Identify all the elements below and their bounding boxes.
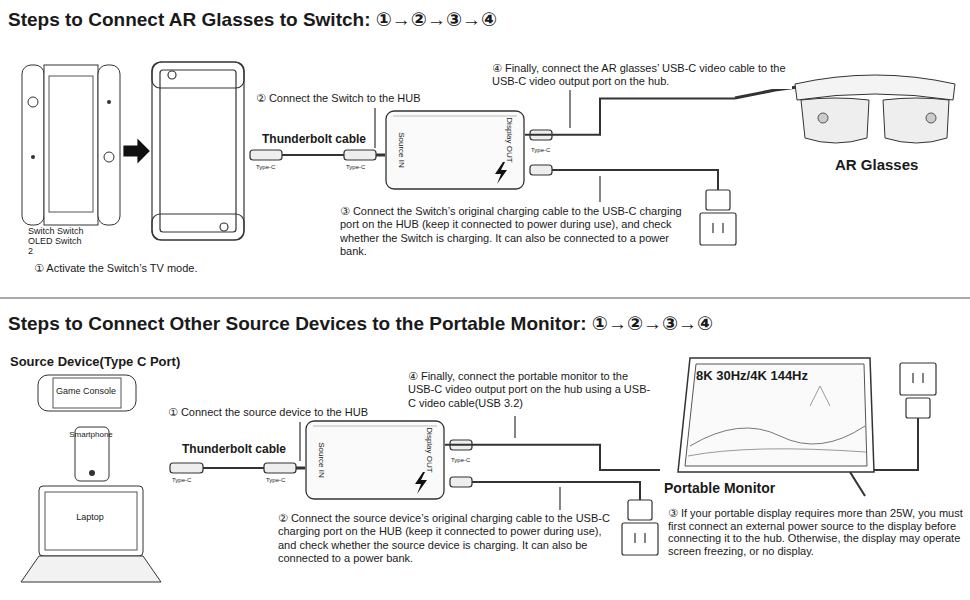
node-text: Switch Switch OLED Switch 2 bbox=[28, 226, 86, 256]
step-label: Type-C bbox=[172, 477, 191, 484]
device-node: Laptop bbox=[18, 484, 164, 588]
node-text: 8K 30Hz/4K 144Hz bbox=[696, 368, 808, 384]
step-label: ④ Finally, connect the portable monitor … bbox=[408, 370, 656, 410]
node-text: Game Console bbox=[36, 386, 136, 397]
step-label: Type-C bbox=[266, 477, 285, 484]
device-drawing bbox=[18, 484, 164, 588]
node-text: Portable Monitor bbox=[664, 480, 775, 497]
device-node: Game Console bbox=[36, 374, 138, 412]
node-text: Source IN bbox=[316, 442, 326, 478]
step-label: Type-C bbox=[256, 164, 275, 171]
device-node: Source IN Display OUT bbox=[305, 420, 445, 500]
step-label: ③ Connect the Switch’s original charging… bbox=[340, 205, 695, 259]
node-text: Laptop bbox=[18, 512, 162, 523]
video-cable bbox=[525, 98, 735, 134]
node-text: Source IN bbox=[396, 132, 406, 168]
step-label: ② Connect the source device’s original c… bbox=[278, 512, 616, 566]
step-label: ④ Finally, connect the AR glasses’ USB-C… bbox=[492, 62, 792, 89]
node-text: Display OUT bbox=[504, 117, 514, 162]
step-label: Thunderbolt cable bbox=[182, 442, 286, 457]
step-label: Type-C bbox=[531, 147, 550, 154]
node-text: Smartphone bbox=[60, 430, 122, 440]
device-node: Smartphone bbox=[60, 426, 124, 482]
device-node: Source IN Display OUT bbox=[385, 110, 525, 190]
device-node: 8K 30Hz/4K 144HzPortable Monitor bbox=[660, 356, 882, 502]
step-label: Type-C bbox=[451, 457, 470, 464]
step-label: Steps to Connect Other Source Devices to… bbox=[8, 312, 713, 335]
step-label: ① Connect the source device to the HUB bbox=[168, 406, 368, 419]
device-drawing bbox=[305, 420, 445, 500]
video-cable bbox=[445, 445, 660, 470]
step-label: ① Activate the Switch’s TV mode. bbox=[34, 262, 198, 275]
node-text: AR Glasses bbox=[835, 156, 918, 174]
step-label: ③ If your portable display requires more… bbox=[668, 507, 964, 558]
device-drawing bbox=[385, 110, 525, 190]
step-label: ② Connect the Switch to the HUB bbox=[256, 92, 421, 105]
device-node: Switch Switch OLED Switch 2 bbox=[18, 62, 124, 260]
node-text: Display OUT bbox=[424, 427, 434, 472]
step-label: Source Device(Type C Port) bbox=[10, 354, 180, 370]
step-label: Thunderbolt cable bbox=[262, 132, 366, 147]
step-label: Type-C bbox=[346, 164, 365, 171]
section-title: Steps to Connect AR Glasses to Switch: ①… bbox=[8, 8, 497, 31]
